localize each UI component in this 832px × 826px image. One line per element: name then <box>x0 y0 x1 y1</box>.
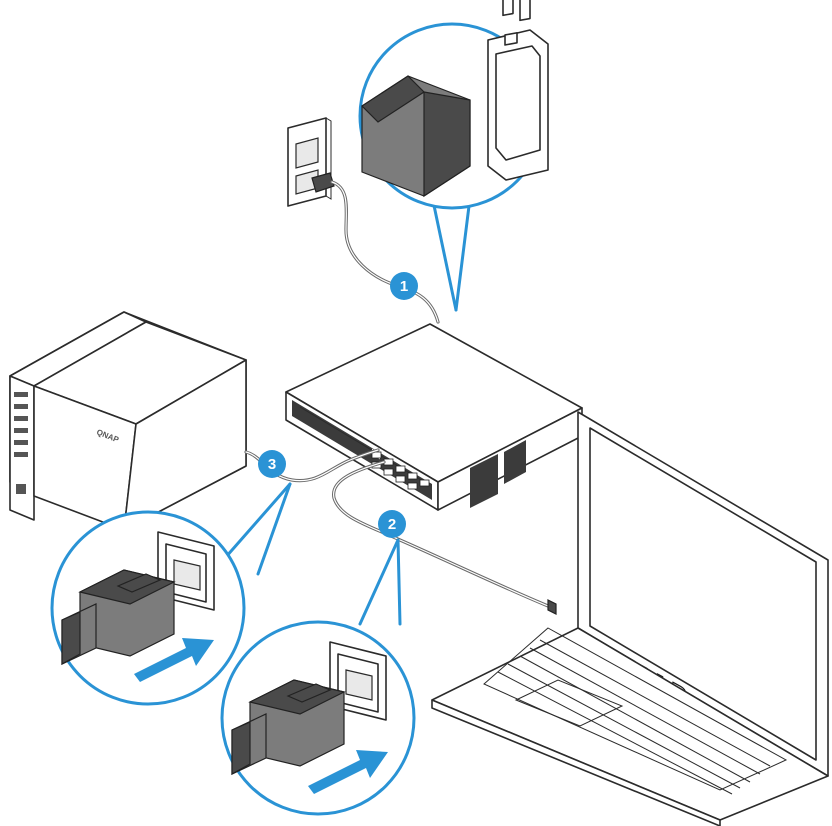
insert-arrow-icon <box>134 638 214 682</box>
power-plug-icon <box>311 172 335 193</box>
nas-device: QNAP <box>9 311 247 531</box>
step-badge-2: 2 <box>378 510 406 538</box>
touchpad <box>514 679 624 727</box>
keyboard <box>483 627 788 795</box>
power-callout <box>358 0 549 312</box>
nas-drive-indicators <box>14 392 28 494</box>
step-badge-3: 3 <box>258 450 286 478</box>
wall-outlet <box>287 117 335 207</box>
step-number: 3 <box>268 456 276 473</box>
power-plug-icon <box>361 75 471 198</box>
network-switch <box>285 323 583 511</box>
laptop-port-callout <box>220 538 416 816</box>
ethernet-plug-icon <box>61 569 176 666</box>
nas-port-callout <box>50 482 292 706</box>
laptop: QNAP <box>431 411 829 826</box>
step-badge-1: 1 <box>390 272 418 300</box>
power-socket-icon <box>487 0 549 181</box>
insert-arrow-icon <box>308 750 388 794</box>
ethernet-plug-icon <box>231 679 346 776</box>
step-number: 1 <box>400 278 408 295</box>
step-number: 2 <box>388 516 396 533</box>
